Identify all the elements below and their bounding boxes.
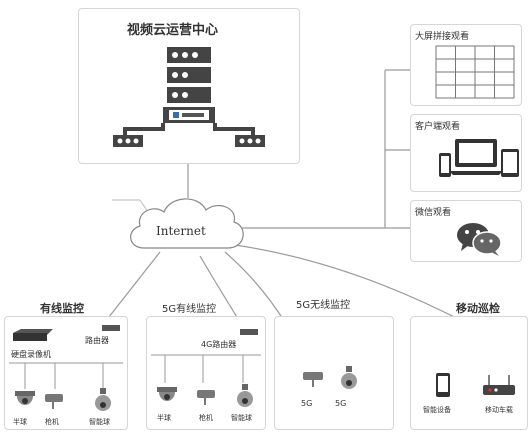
devices-icon: [439, 139, 519, 177]
speed-dome-icon: [237, 384, 253, 407]
center-title: 视频云运营中心: [127, 23, 219, 38]
g5-wireless-title: 5G无线监控: [296, 300, 351, 311]
client-panel: 客户端观看: [410, 114, 522, 192]
video-cloud-center-box: 视频云运营中心: [78, 8, 300, 164]
wechat-panel: 微信观看: [410, 200, 522, 262]
wechat-label: 微信观看: [415, 208, 452, 218]
smart-device-label: 智能设备: [423, 406, 451, 414]
wechat-icon: [457, 223, 502, 256]
big-screen-panel: 大屏拼接观看: [410, 24, 522, 106]
g5-wired-bus-line: [151, 354, 261, 383]
nvr-icon: [13, 329, 53, 341]
internet-label: Internet: [156, 224, 206, 238]
dome-camera-icon: [15, 391, 35, 405]
router-label: 路由器: [85, 336, 109, 345]
wired-title: 有线监控: [40, 302, 84, 315]
bullet-camera-icon: [197, 390, 215, 405]
bullet-camera-icon: [45, 394, 63, 409]
dome-camera-icon: [157, 387, 177, 401]
server-icon: [113, 47, 265, 147]
router-4g-label: 4G路由器: [201, 340, 237, 349]
cam-label-dome: 半球: [13, 418, 27, 426]
router-4g-icon: [240, 329, 258, 335]
router-icon: [102, 325, 120, 331]
vehicle-device-icon: [483, 375, 515, 395]
cam-label-dome: 半球: [157, 414, 171, 422]
cam-label-ptz: 智能球: [231, 414, 252, 422]
internet-cloud-icon: [130, 198, 244, 249]
mobile-title: 移动巡检: [456, 302, 500, 315]
vehicle-device-label: 移动车载: [485, 406, 513, 414]
bullet-camera-icon: [303, 372, 323, 387]
big-screen-label: 大屏拼接观看: [415, 32, 470, 42]
wired-panel: 硬盘录像机 路由器 半球 枪机 智能球: [4, 316, 128, 430]
g5-wired-panel: 4G路由器 半球 枪机 智能球: [146, 316, 266, 430]
smart-device-icon: [436, 373, 450, 397]
mobile-panel: 智能设备 移动车载: [410, 316, 528, 430]
cam-label-ptz: 智能球: [89, 418, 110, 426]
g5-cam-label-1: 5G: [301, 399, 313, 408]
g5-wireless-panel: 5G 5G: [274, 316, 394, 430]
cam-label-bullet: 枪机: [45, 418, 59, 426]
g5-cam-label-2: 5G: [335, 399, 347, 408]
client-label: 客户端观看: [415, 122, 461, 132]
speed-dome-icon: [341, 366, 357, 389]
wired-bus-line: [9, 362, 123, 389]
video-wall-icon: [435, 45, 515, 99]
nvr-label: 硬盘录像机: [11, 350, 51, 359]
cam-label-bullet: 枪机: [199, 414, 213, 422]
speed-dome-icon: [95, 388, 111, 411]
g5-wired-title: 5G有线监控: [162, 304, 217, 315]
